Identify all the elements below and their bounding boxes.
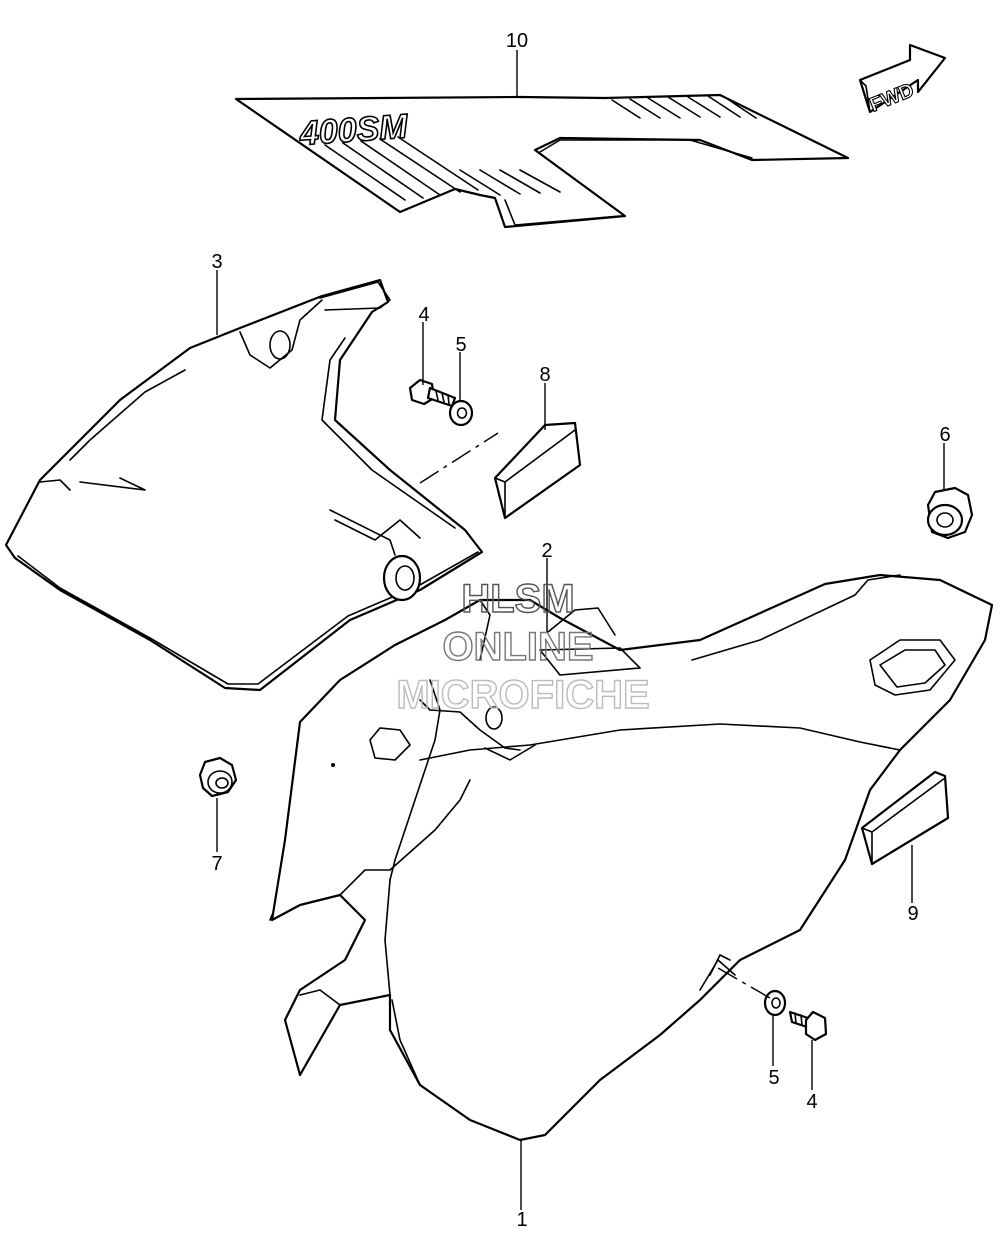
watermark-line-2: ONLINE: [442, 625, 593, 669]
bolt-part-4-lower[interactable]: [788, 1010, 828, 1042]
callout-7: 7: [211, 853, 222, 875]
grommet-part-6[interactable]: [926, 486, 974, 540]
callout-9: 9: [907, 903, 918, 925]
callout-5-upper: 5: [455, 334, 466, 356]
callout-2: 2: [541, 540, 552, 562]
assembly-line-upper: [419, 432, 499, 484]
fwd-direction-badge: FWD: [858, 43, 947, 117]
callout-8: 8: [539, 364, 550, 386]
washer-part-5-lower[interactable]: [763, 989, 787, 1017]
watermark-line-3: MICROFICHE: [396, 673, 649, 717]
frame-cover-right-part-1[interactable]: [269, 573, 994, 1142]
decal-label: 400SM: [298, 107, 410, 153]
callout-numbers: 10 3 4 5 8 6 2 7 9 5 4 1: [211, 30, 950, 1231]
pad-part-9[interactable]: [860, 770, 950, 866]
bracket-part-2[interactable]: [547, 607, 616, 636]
pad-part-8[interactable]: [493, 421, 582, 520]
callout-10: 10: [506, 30, 528, 52]
callout-6: 6: [939, 424, 950, 446]
callout-1: 1: [516, 1209, 527, 1231]
washer-part-5-upper[interactable]: [448, 399, 474, 427]
callout-4-upper: 4: [418, 304, 429, 326]
callout-3: 3: [211, 251, 222, 273]
assembly-line-lower: [717, 967, 771, 999]
decal-part-10[interactable]: 400SM: [234, 93, 850, 229]
leader-lines: [216, 50, 945, 1210]
callout-5-lower: 5: [768, 1067, 779, 1089]
bolt-part-4-upper[interactable]: [408, 378, 457, 408]
watermark-line-1: HLSM: [461, 577, 574, 621]
watermark: HLSM ONLINE MICROFICHE: [396, 576, 651, 717]
grommet-part-7[interactable]: [198, 756, 238, 798]
callout-4-lower: 4: [806, 1091, 817, 1113]
frame-cover-left-part-3[interactable]: [4, 278, 484, 692]
